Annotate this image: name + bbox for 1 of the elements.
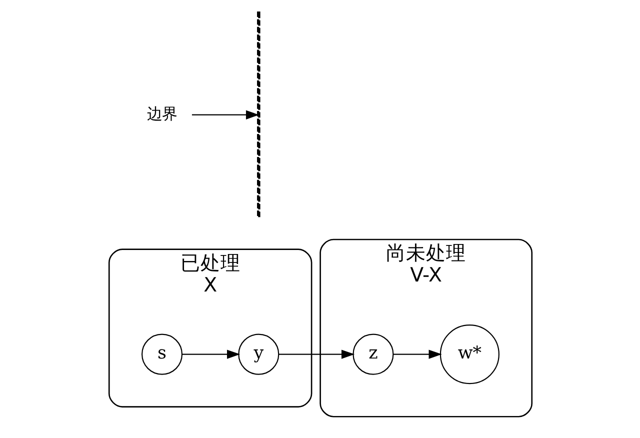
node-text: 边界 xyxy=(146,104,177,123)
